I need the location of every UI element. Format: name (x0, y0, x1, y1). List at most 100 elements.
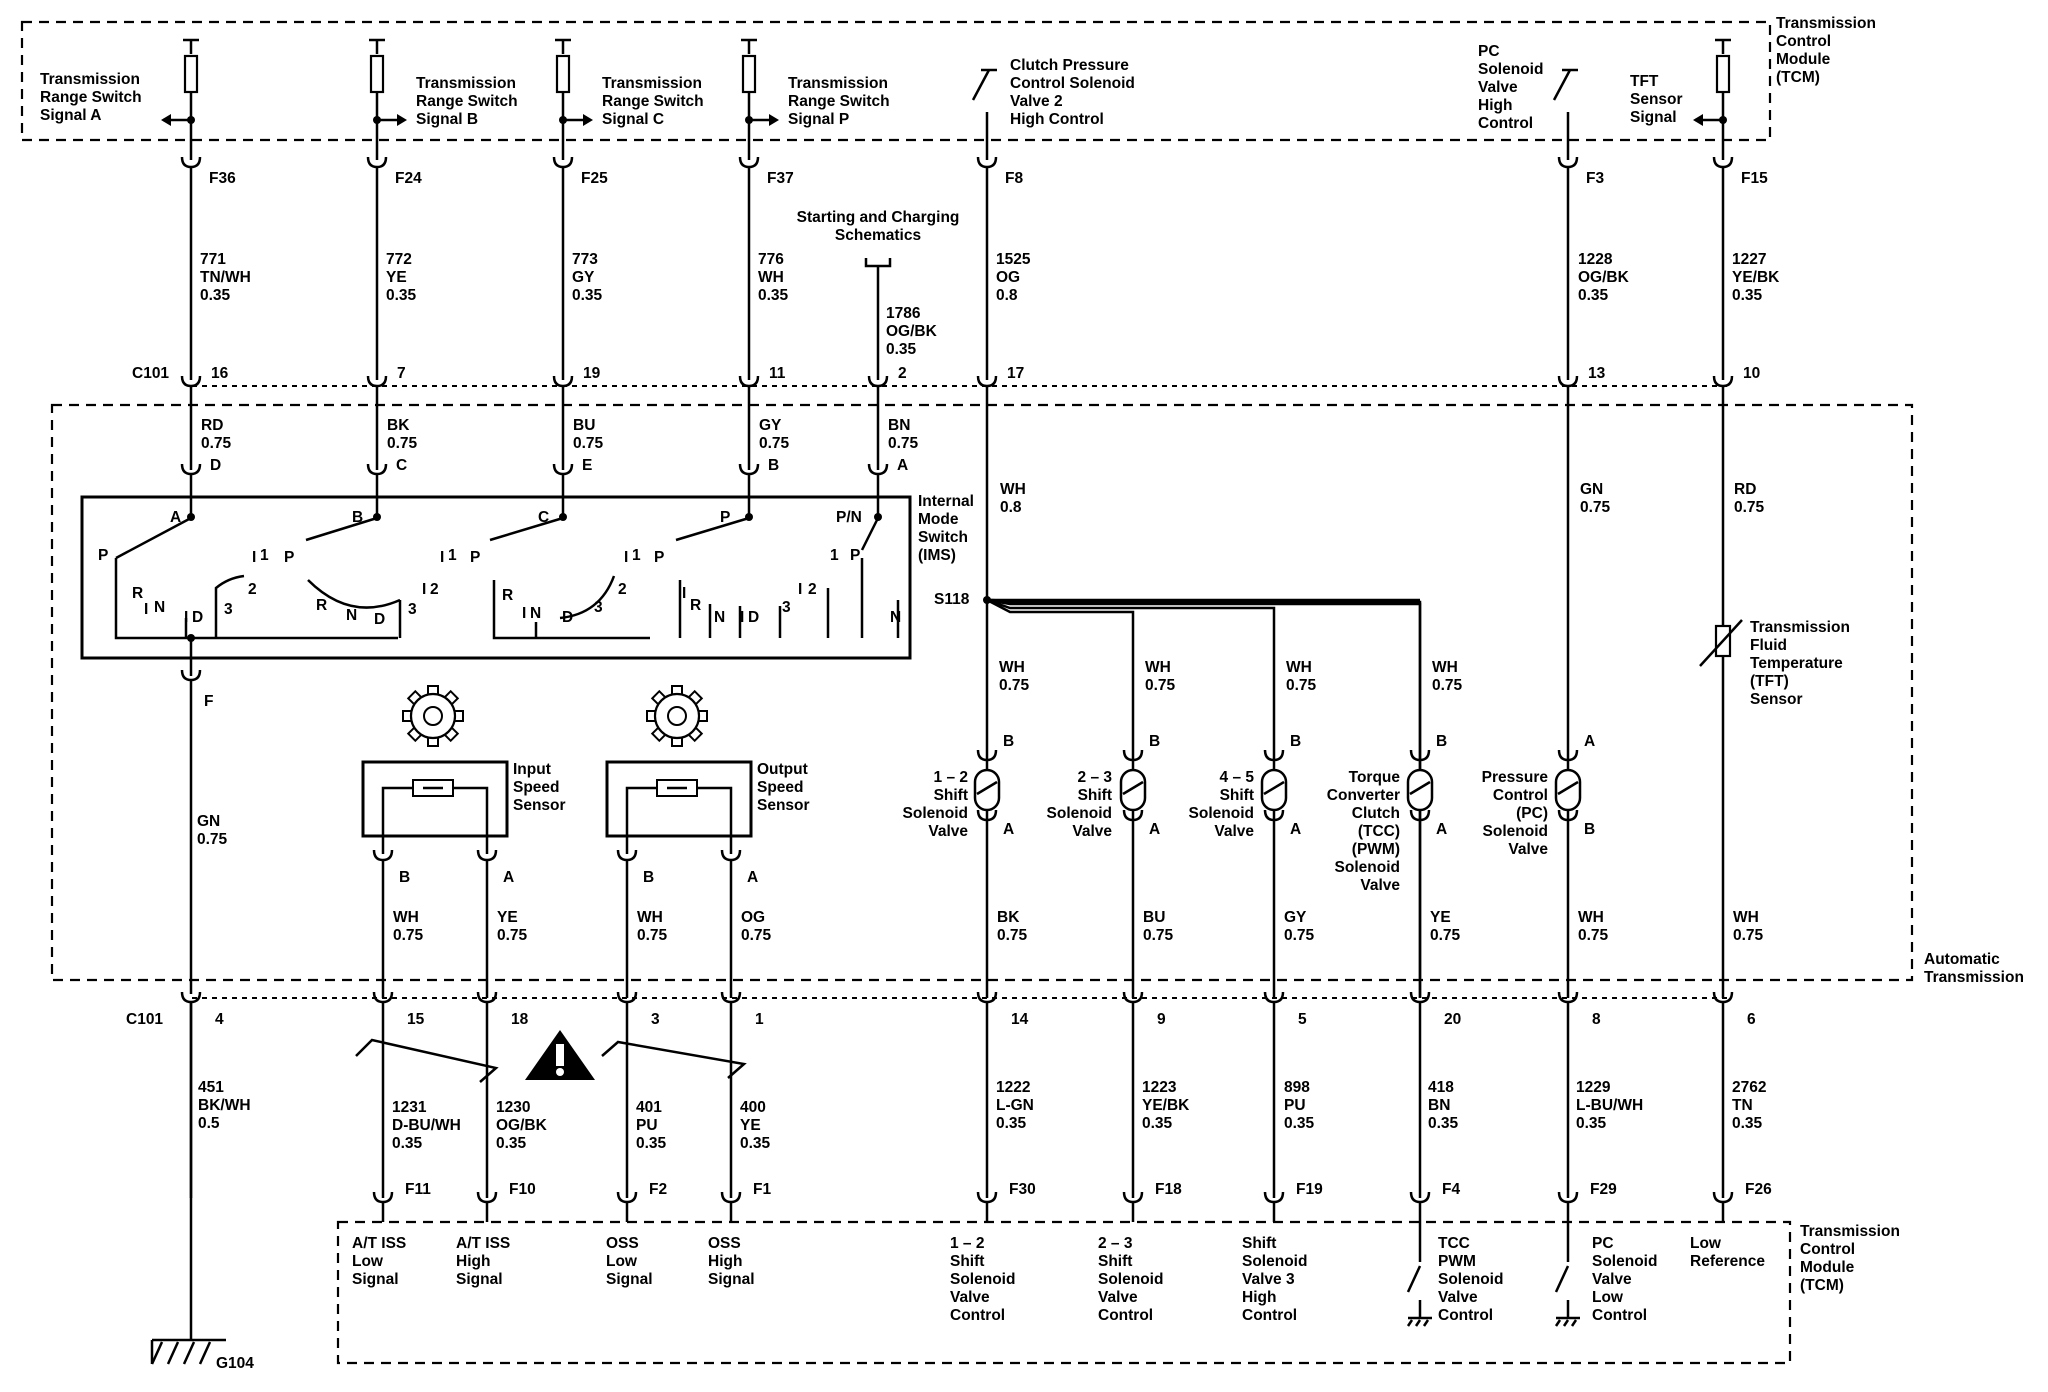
solenoid-label-line: Valve (1508, 841, 1548, 858)
tcm-top-label-line: Control (1776, 33, 1831, 50)
c101-bottom-pin-number: 4 (215, 1011, 224, 1028)
ims-switch-blade (305, 516, 378, 542)
c101-top-pin-number: 7 (397, 365, 406, 382)
tcm-bottom-signal-label-line: High (456, 1253, 490, 1270)
c101-top-pin-number: 19 (583, 365, 601, 382)
solenoid-pin-label: B (1003, 733, 1014, 750)
top-wire-label-line: 773 (572, 251, 598, 268)
lower-wire-label-line: WH (393, 909, 419, 926)
bottom-wire-label-line: 0.35 (1428, 1115, 1459, 1132)
top-signal-label-line: TFT (1630, 73, 1659, 90)
inner-wire-label-line: BU (573, 417, 595, 434)
junction-dot (874, 513, 882, 521)
tcm-ground-hatch (1554, 1319, 1562, 1327)
solenoid-label-line: (TCC) (1358, 823, 1400, 840)
bottom-wire-label-line: D-BU/WH (392, 1117, 461, 1134)
tcm-bottom-signal-label-line: Valve (950, 1289, 990, 1306)
tcm-bottom-pin-label: F19 (1296, 1181, 1323, 1198)
tcm-bottom-signal-label-line: Control (1242, 1307, 1297, 1324)
tft-variable-slash (1699, 619, 1743, 667)
solenoid-coil-slash (976, 780, 998, 796)
tft-label-line: (TFT) (1750, 673, 1789, 690)
splice-wire-label-line: WH (1286, 659, 1312, 676)
tcm-bottom-signal-label-line: OSS (606, 1235, 639, 1252)
bottom-wire-label-line: 898 (1284, 1079, 1310, 1096)
tcm-bottom-signal-label-line: Signal (708, 1271, 755, 1288)
tcm-bottom-signal-label-line: Low (606, 1253, 638, 1270)
tcm-bottom-signal-label-line: High (1242, 1289, 1276, 1306)
solenoid-label-line: 1 – 2 (934, 769, 968, 786)
speed-sensor-box (361, 760, 509, 838)
tcm-bottom-signal-label-line: Solenoid (1242, 1253, 1307, 1270)
c101-bottom-pin-number: 20 (1444, 1011, 1461, 1028)
ims-pos-label: D (374, 611, 385, 628)
solenoid-top-pin (1263, 749, 1285, 762)
ims-pin-label: E (582, 457, 592, 474)
solenoid-label-line: Control (1493, 787, 1548, 804)
lower-wire-label-line: 0.75 (637, 927, 668, 944)
right-wire-label-line: GN (1580, 481, 1603, 498)
bottom-wire-label-line: YE (740, 1117, 761, 1134)
c101-top-pin-number: 16 (211, 365, 229, 382)
inner-wire-label-line: 0.75 (888, 435, 919, 452)
tcm-bottom-signal-label-line: Solenoid (1098, 1271, 1163, 1288)
speed-sensor-box (605, 760, 753, 838)
tcm-bottom-signal-label-line: Valve (1098, 1289, 1138, 1306)
sensor-pin-label: B (643, 869, 654, 886)
solenoid-label-line: Solenoid (903, 805, 968, 822)
ims-switch-blade (115, 516, 192, 560)
top-signal-label-line: Range Switch (40, 89, 142, 106)
twisted-pair-marker (601, 1040, 747, 1079)
ims-pos-label: I (184, 609, 188, 626)
inner-wire-label: BK0.75 (387, 417, 418, 452)
c101-bottom-pin-number: 3 (651, 1011, 660, 1028)
ims-output-wire-label-line: GN (197, 813, 220, 830)
right-wire-label-line: 0.75 (1580, 499, 1611, 516)
ims-pos-label: I (624, 549, 628, 566)
top-signal-label-line: Signal B (416, 111, 478, 128)
top-signal-label-line: Signal (1630, 109, 1677, 126)
solenoid-pin-label: A (1584, 733, 1595, 750)
top-wire-label-line: 1525 (996, 251, 1031, 268)
ims-pos-label: P (850, 547, 860, 564)
solenoid-label-line: Shift (1078, 787, 1112, 804)
top-wire-label-line: 0.8 (996, 287, 1018, 304)
top-signal-label-line: Signal C (602, 111, 664, 128)
tcm-top-label-line: (TCM) (1776, 69, 1820, 86)
solenoid-label-line: (PC) (1516, 805, 1548, 822)
splice-wire-label-line: WH (1145, 659, 1171, 676)
top-signal-label-line: Control Solenoid (1010, 75, 1135, 92)
ims-pos-label: P (284, 549, 294, 566)
top-signal-label-line: Transmission (416, 75, 516, 92)
ims-pos-label: 3 (224, 601, 233, 618)
bottom-wire-label-line: 401 (636, 1099, 662, 1116)
solenoid-bottom-pin (1263, 809, 1285, 822)
tcm-bottom-signal-label-line: Solenoid (950, 1271, 1015, 1288)
ims-output-wire-label-line: 0.75 (197, 831, 228, 848)
top-wire-label-line: 776 (758, 251, 784, 268)
top-wire-label-line: GY (572, 269, 595, 286)
top-wire-label-line: 0.35 (572, 287, 603, 304)
tcm-ground-hatch (1422, 1319, 1430, 1327)
tcm-bottom-signal-label-line: OSS (708, 1235, 741, 1252)
tcm-bottom-signal-label-line: Shift (950, 1253, 984, 1270)
tcm-bottom-signal-label-line: Low (352, 1253, 384, 1270)
gear-hub (423, 706, 443, 726)
tcm-pullup-resistor (183, 54, 199, 94)
bottom-wire-label-line: OG/BK (496, 1117, 548, 1134)
junction-dot (373, 116, 381, 124)
top-signal-label-line: Range Switch (788, 93, 890, 110)
ims-pos-label: P (470, 549, 480, 566)
c101-bottom-pin-number: 5 (1298, 1011, 1307, 1028)
